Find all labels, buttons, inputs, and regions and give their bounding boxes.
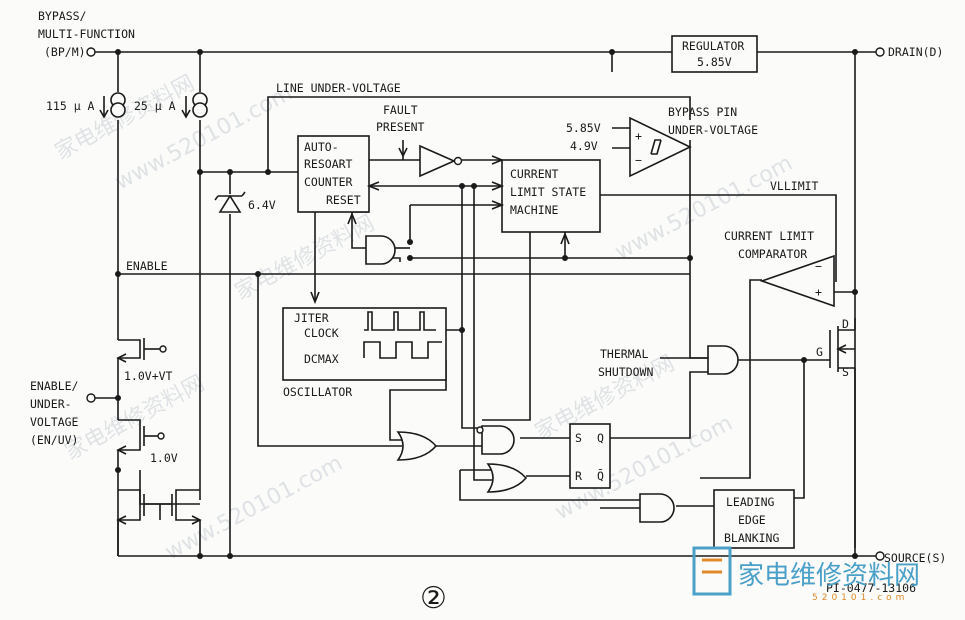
- bypass-uv-comparator: + − 5.85V 4.9V BYPASS PIN UNDER-VOLTAGE: [566, 105, 758, 178]
- enable-pin-label: (EN/UV): [30, 433, 78, 447]
- latch-q: Q: [597, 431, 604, 445]
- current-source-25ua: 25 μ A: [134, 92, 208, 119]
- regulator-block: REGULATOR 5.85V: [671, 35, 758, 73]
- source-pin-label: SOURCE(S): [884, 551, 946, 565]
- zener-label: 6.4V: [248, 198, 276, 212]
- logo-text: 家电维修资料网: [738, 561, 920, 591]
- svg-text:−: −: [815, 259, 822, 273]
- or-gate-2: [486, 463, 528, 493]
- osc-jiter: JITER: [294, 311, 329, 325]
- current-115-label: 115 μ A: [46, 99, 95, 113]
- feedback-and-gate: [347, 211, 396, 265]
- or-gate-1: [396, 431, 438, 461]
- current-25-label: 25 μ A: [134, 99, 176, 113]
- figure-number: ②: [420, 581, 447, 616]
- watermark-site: www.520101.com: [161, 451, 347, 566]
- enable-transistors: 1.0V+VT 1.0V: [116, 338, 202, 525]
- svg-text:+: +: [815, 285, 822, 299]
- latch-qbar: Q̄: [597, 469, 604, 483]
- auto-restart-label: RESET: [326, 193, 361, 207]
- and-gate-set: [476, 425, 515, 455]
- zener-diode: 6.4V: [214, 191, 276, 213]
- osc-dcmax: DCMAX: [304, 352, 339, 366]
- pin-source: [875, 551, 885, 561]
- auto-restart-label: AUTO-: [304, 140, 339, 154]
- latch-s: S: [575, 431, 582, 445]
- osc-clock: CLOCK: [304, 326, 339, 340]
- thermal-label: SHUTDOWN: [598, 365, 653, 379]
- pin-drain: [875, 47, 885, 57]
- svg-text:−: −: [635, 153, 642, 167]
- current-limit-comparator: − + CURRENT LIMIT COMPARATOR: [724, 229, 835, 308]
- enable-pin-label: VOLTAGE: [30, 415, 79, 429]
- auto-restart-label: COUNTER: [304, 175, 353, 189]
- leb-label: BLANKING: [724, 531, 779, 545]
- vllimit-label: VLLIMIT: [770, 179, 819, 193]
- csm-label: LIMIT STATE: [510, 185, 586, 199]
- power-mosfet: D G S: [816, 317, 855, 379]
- part-number: PI-0477-13106: [826, 581, 916, 595]
- pin-enable: [86, 393, 96, 403]
- mosfet-g: G: [816, 345, 823, 359]
- sr-latch: S R Q Q̄: [569, 423, 611, 489]
- pins: BYPASS/ MULTI-FUNCTION (BP/M) DRAIN(D) E…: [30, 9, 946, 565]
- csm-label: CURRENT: [510, 167, 559, 181]
- auto-restart-counter: AUTO- RESOART COUNTER RESET: [297, 135, 370, 213]
- osc-title: OSCILLATOR: [283, 385, 352, 399]
- mosfet-d: D: [842, 317, 849, 331]
- watermark-cn: 家电维修资料网: [61, 371, 209, 465]
- junction-dots: [115, 49, 858, 559]
- drain-pin-label: DRAIN(D): [888, 45, 943, 59]
- v49-label: 4.9V: [570, 139, 598, 153]
- output-and-gate: [707, 345, 739, 375]
- bypass-pin-label: BYPASS/: [38, 9, 87, 23]
- thermal-label: THERMAL: [600, 347, 649, 361]
- leading-edge-blanking: LEADING EDGE BLANKING: [713, 489, 795, 549]
- enable-pin-label: UNDER-: [30, 397, 72, 411]
- mosfet-s: S: [842, 365, 849, 379]
- latch-r: R: [575, 469, 582, 483]
- vt-label-2: 1.0V: [150, 451, 178, 465]
- current-source-115ua: 115 μ A: [46, 92, 126, 119]
- cl-comp-label: COMPARATOR: [738, 247, 807, 261]
- bypass-pin-label: (BP/M): [44, 45, 86, 59]
- site-logo: 家电维修资料网 520101.com: [692, 546, 920, 603]
- auto-restart-label: RESOART: [304, 157, 353, 171]
- enable-pin-label: ENABLE/: [30, 379, 79, 393]
- oscillator-block: JITER CLOCK DCMAX OSCILLATOR: [282, 291, 447, 399]
- csm-label: MACHINE: [510, 203, 559, 217]
- bp-uv-label: BYPASS PIN: [668, 105, 737, 119]
- fault-inverter: [419, 144, 463, 178]
- bp-uv-label: UNDER-VOLTAGE: [668, 123, 758, 137]
- wiring: [95, 51, 876, 557]
- regulator-title: REGULATOR: [682, 39, 744, 53]
- logo-url: 520101.com: [812, 593, 908, 603]
- line-under-voltage-label: LINE UNDER-VOLTAGE: [276, 81, 401, 95]
- leb-label: LEADING: [726, 495, 775, 509]
- svg-text:+: +: [635, 129, 642, 143]
- watermark-cn: 家电维修资料网: [231, 211, 379, 305]
- pin-bypass: [86, 47, 96, 57]
- fault-label: FAULT: [383, 103, 418, 117]
- leb-and-gate: [639, 493, 675, 523]
- v585-label: 5.85V: [566, 121, 601, 135]
- regulator-voltage: 5.85V: [697, 55, 732, 69]
- leb-label: EDGE: [738, 513, 766, 527]
- vt-label-1: 1.0V+VT: [124, 369, 173, 383]
- cl-comp-label: CURRENT LIMIT: [724, 229, 814, 243]
- current-limit-state-machine: CURRENT LIMIT STATE MACHINE: [366, 155, 601, 245]
- bypass-pin-label: MULTI-FUNCTION: [38, 27, 135, 41]
- enable-net-label: ENABLE: [126, 259, 168, 273]
- fault-label: PRESENT: [376, 120, 425, 134]
